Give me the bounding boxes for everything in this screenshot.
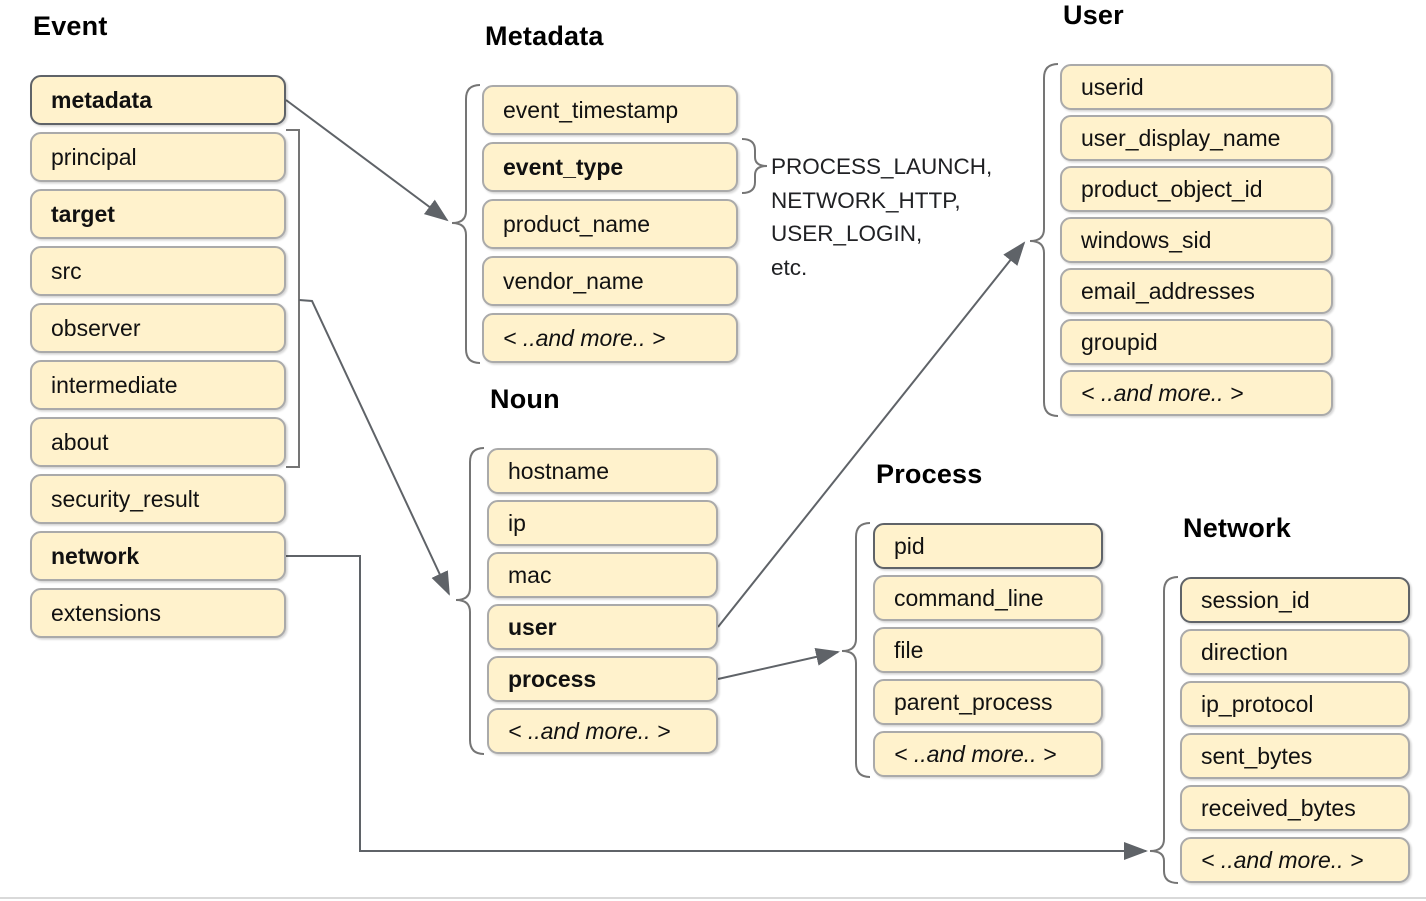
metadata-group-title: Metadata [485, 20, 604, 51]
noun-arrow [298, 299, 450, 596]
user-field-email-addresses: email_addresses [1060, 268, 1333, 314]
event-type-brace [741, 138, 768, 194]
event-field-about: about [30, 417, 286, 467]
network-field-session-id: session_id [1180, 577, 1410, 623]
user-brace [1029, 63, 1059, 417]
user-field-userid: userid [1060, 64, 1333, 110]
event-field-metadata: metadata [30, 75, 286, 125]
process-group: Process pid command_line file parent_pro… [873, 459, 1103, 777]
user-field-and-more: < ..and more.. > [1060, 370, 1333, 416]
noun-field-process: process [487, 656, 718, 702]
network-field-direction: direction [1180, 629, 1410, 675]
metadata-group: Metadata event_timestamp event_type prod… [482, 21, 738, 363]
network-field-sent-bytes: sent_bytes [1180, 733, 1410, 779]
process-field-and-more: < ..and more.. > [873, 731, 1103, 777]
event-type-example-line: NETWORK_HTTP, [771, 187, 961, 213]
user-field-windows-sid: windows_sid [1060, 217, 1333, 263]
event-type-example-line: etc. [771, 254, 808, 280]
event-field-security-result: security_result [30, 474, 286, 524]
event-group: Event metadata principal target src obse… [30, 11, 286, 638]
event-fields-bracket [286, 129, 300, 468]
process-arrow [717, 648, 840, 680]
network-field-ip-protocol: ip_protocol [1180, 681, 1410, 727]
metadata-field-and-more: < ..and more.. > [482, 313, 738, 363]
noun-field-mac: mac [487, 552, 718, 598]
event-field-observer: observer [30, 303, 286, 353]
network-brace [1149, 576, 1179, 884]
process-group-title: Process [876, 458, 983, 489]
network-group-title: Network [1183, 512, 1291, 543]
event-field-target: target [30, 189, 286, 239]
event-group-title: Event [33, 10, 108, 41]
metadata-field-event-type: event_type [482, 142, 738, 192]
noun-field-ip: ip [487, 500, 718, 546]
network-group: Network session_id direction ip_protocol… [1180, 513, 1410, 883]
event-type-example-line: PROCESS_LAUNCH, [771, 154, 993, 179]
event-field-network: network [30, 531, 286, 581]
metadata-field-event-timestamp: event_timestamp [482, 85, 738, 135]
metadata-brace [451, 84, 481, 364]
metadata-arrow [285, 99, 449, 222]
metadata-field-vendor-name: vendor_name [482, 256, 738, 306]
noun-field-hostname: hostname [487, 448, 718, 494]
user-group: User userid user_display_name product_ob… [1060, 0, 1333, 416]
noun-brace [455, 447, 485, 755]
user-field-user-display-name: user_display_name [1060, 115, 1333, 161]
event-type-examples: PROCESS_LAUNCH, NETWORK_HTTP, USER_LOGIN… [771, 150, 992, 284]
event-field-intermediate: intermediate [30, 360, 286, 410]
event-field-principal: principal [30, 132, 286, 182]
noun-field-user: user [487, 604, 718, 650]
noun-group: Noun hostname ip mac user process < ..an… [487, 384, 718, 754]
noun-group-title: Noun [490, 383, 560, 414]
metadata-field-product-name: product_name [482, 199, 738, 249]
event-type-example-line: USER_LOGIN, [771, 221, 923, 246]
user-group-title: User [1063, 0, 1124, 30]
user-field-product-object-id: product_object_id [1060, 166, 1333, 212]
process-field-pid: pid [873, 523, 1103, 569]
process-field-parent-process: parent_process [873, 679, 1103, 725]
noun-field-and-more: < ..and more.. > [487, 708, 718, 754]
user-field-groupid: groupid [1060, 319, 1333, 365]
process-field-file: file [873, 627, 1103, 673]
process-field-command-line: command_line [873, 575, 1103, 621]
network-field-and-more: < ..and more.. > [1180, 837, 1410, 883]
event-field-src: src [30, 246, 286, 296]
network-field-received-bytes: received_bytes [1180, 785, 1410, 831]
event-field-extensions: extensions [30, 588, 286, 638]
process-brace [841, 522, 871, 778]
